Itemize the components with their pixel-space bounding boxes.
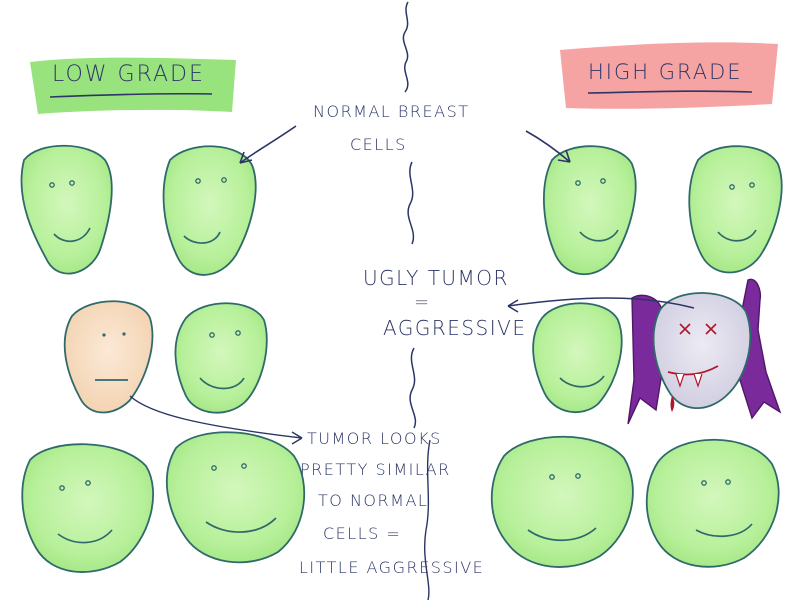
arrow-to-low-cell bbox=[240, 126, 296, 163]
high-grade-title: HIGH GRADE bbox=[588, 62, 743, 83]
tumor-note-line4: CELLS = bbox=[323, 526, 401, 542]
tumor-note-line2: PRETTY SIMILAR bbox=[300, 462, 451, 478]
aggressive-label: AGGRESSIVE bbox=[383, 318, 526, 338]
arrow-to-high-cell bbox=[526, 131, 570, 162]
low-cell-1 bbox=[21, 146, 111, 274]
ugly-tumor-label: UGLY TUMOR bbox=[363, 268, 509, 288]
low-cell-4 bbox=[22, 444, 153, 572]
divider-lower bbox=[410, 348, 415, 428]
tumor-note-line1: TUMOR LOOKS bbox=[307, 431, 442, 447]
low-grade-title: LOW GRADE bbox=[52, 64, 205, 86]
tumor-note-line5: LITTLE AGGRESSIVE bbox=[299, 560, 484, 576]
vampire-cell bbox=[628, 279, 780, 424]
tumor-note-line3: TO NORMAL bbox=[318, 493, 428, 509]
high-cell-4 bbox=[492, 437, 633, 567]
high-cell-3 bbox=[533, 303, 622, 412]
high-cell-2 bbox=[689, 146, 781, 272]
divider-top bbox=[403, 2, 408, 92]
low-tumor-cell bbox=[65, 301, 153, 412]
high-cell-1 bbox=[544, 146, 636, 274]
high-cell-5 bbox=[647, 440, 779, 567]
low-cell-2 bbox=[164, 146, 256, 275]
divider-middle bbox=[408, 162, 413, 244]
low-cell-3 bbox=[175, 303, 266, 412]
ugly-tumor-equals: = bbox=[414, 294, 431, 312]
normal-cells-label-line2: CELLS bbox=[350, 137, 407, 153]
low-cell-5 bbox=[167, 432, 304, 562]
normal-cells-label-line1: NORMAL BREAST bbox=[313, 104, 470, 120]
